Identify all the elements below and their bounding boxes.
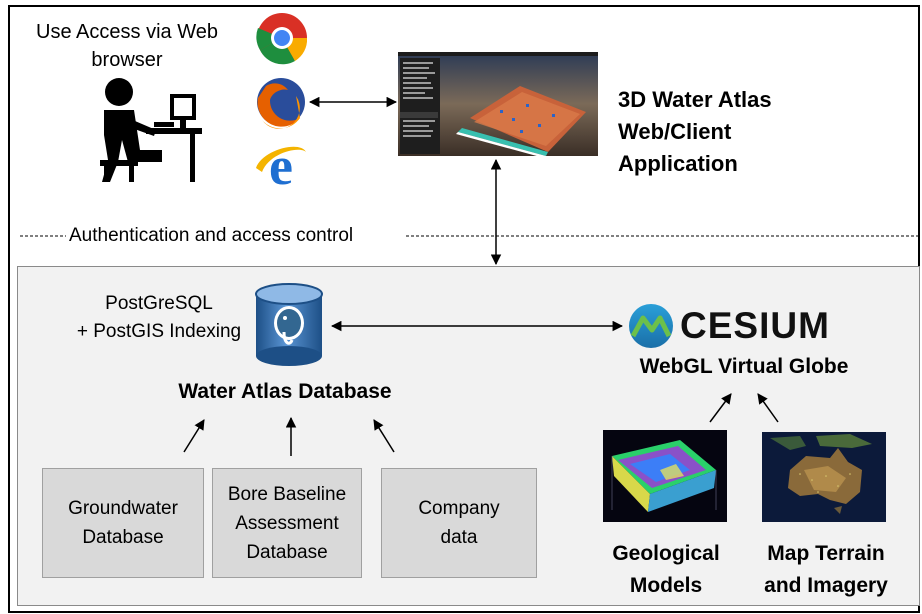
groundwater-db-box: Groundwater Database [42,468,204,578]
db-caption-line2: + PostGIS Indexing [76,321,242,342]
cesium-wordmark: CESIUM [680,306,830,346]
db-title-text: Water Atlas Database [178,380,392,403]
cesium-wordmark-text: CESIUM [680,305,830,346]
company-data-label: Company data [418,498,500,548]
geo-models-caption: Geological Models [592,538,740,602]
geo-models-line1: Geological [612,542,720,565]
map-terrain-caption: Map Terrain and Imagery [748,538,904,602]
app-title: 3D Water Atlas Web/Client Application [618,84,772,180]
db-title: Water Atlas Database [130,378,440,406]
bore-baseline-db-label: Bore Baseline Assessment Database [227,483,347,563]
company-data-box: Company data [381,468,537,578]
auth-label: Authentication and access control [69,224,354,248]
bore-baseline-db-box: Bore Baseline Assessment Database [212,468,362,578]
auth-label-text: Authentication and access control [69,225,354,246]
cesium-subtitle-text: WebGL Virtual Globe [639,355,849,378]
db-caption: PostGreSQL + PostGIS Indexing [66,290,252,346]
map-terrain-line1: Map Terrain [767,542,885,565]
app-title-line2: Web/Client [618,119,732,144]
app-title-line3: Application [618,151,738,176]
map-terrain-line2: and Imagery [764,574,888,597]
db-caption-line1: PostGreSQL [105,293,213,314]
user-caption-text: Use Access via Web browser [36,21,218,71]
app-title-line1: 3D Water Atlas [618,87,772,112]
cesium-subtitle: WebGL Virtual Globe [612,353,876,381]
geo-models-line2: Models [629,574,703,597]
groundwater-db-label: Groundwater Database [68,498,178,548]
user-caption: Use Access via Web browser [22,18,232,74]
